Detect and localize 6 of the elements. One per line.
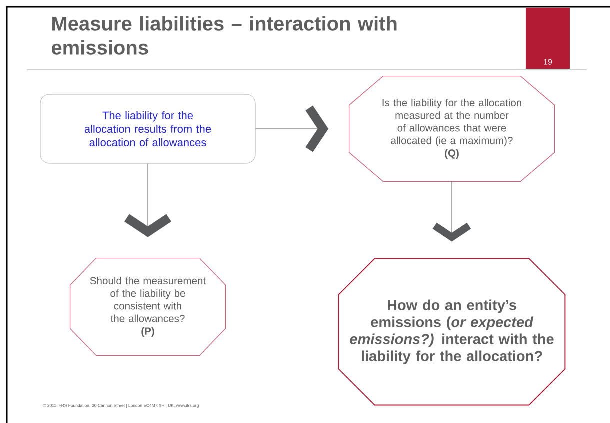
rounded-box: The liability for the allocation results from the allocation of allowances: [40, 94, 256, 164]
octagon-box: Is the liability for the allocation measured at the number of allowances that were allocated (ie a maximum)? (Q): [348, 76, 556, 182]
octagon-box: Should the measurement of the liability be consistent with the allowances? (P): [70, 258, 226, 356]
page-number-tab: 19: [526, 8, 570, 69]
octagon-box: How do an entity’s emissions (or expected emissions?) interact with the liability for the allocation?: [338, 258, 566, 406]
slide-title: Measure liabilities – interaction with emissions: [52, 16, 397, 55]
